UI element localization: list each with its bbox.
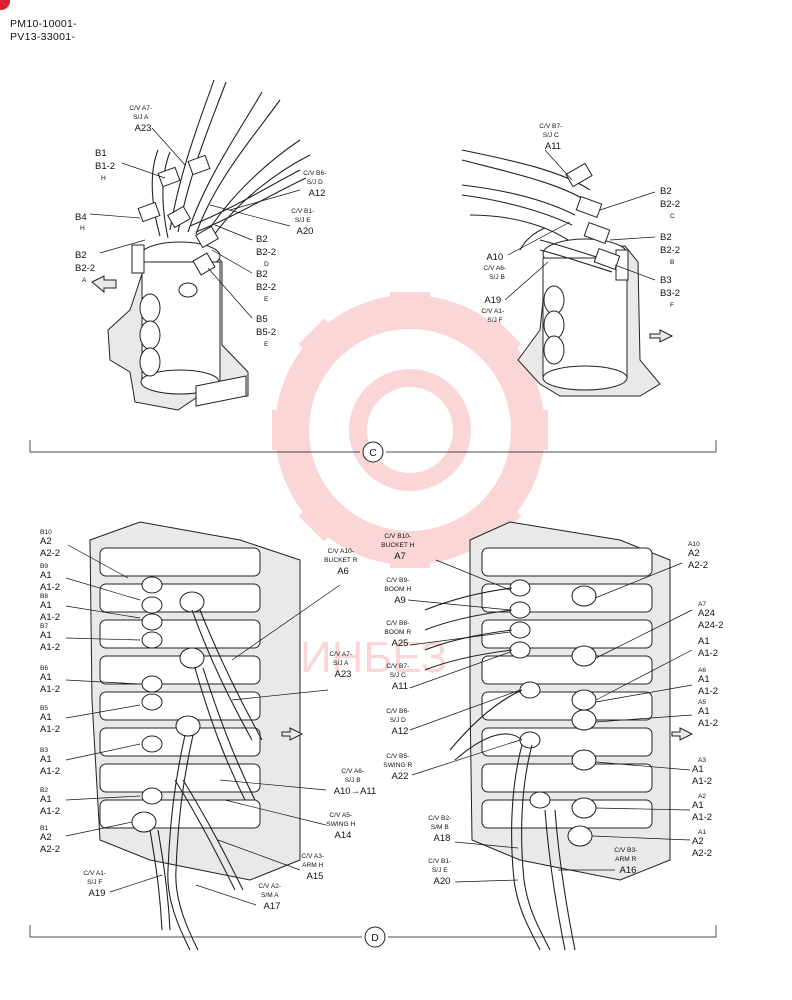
view-d-marker-label: D bbox=[371, 932, 379, 944]
view-d-left-valve-sections bbox=[99, 547, 261, 829]
leader-lines bbox=[65, 127, 693, 906]
label-d-r-a10: A10 A2 A2-2 bbox=[688, 533, 708, 571]
label-c-b5: B5 B5-2 E bbox=[256, 309, 281, 348]
label-d-b2: B2 A1 A1-2 bbox=[40, 779, 60, 817]
label-c-b3: B3 B3-2 F bbox=[660, 270, 685, 309]
view-d-left-control-valve bbox=[89, 521, 304, 951]
label-d-r-a1a: A1 A1-2 bbox=[698, 631, 718, 659]
label-d-a17: C/V A2- S/M A A17 bbox=[258, 875, 285, 912]
label-d-a15: C/V A3- ARM H A15 bbox=[301, 845, 328, 882]
view-c-left-swivel-joint bbox=[91, 79, 311, 411]
view-c-marker-label: C bbox=[369, 447, 377, 459]
label-d-r-a1: A1 A2 A2-2 bbox=[692, 821, 712, 859]
label-d-r-a3: A3 A1 A1-2 bbox=[692, 749, 712, 787]
label-d-a25: C/V B8- BOOM R A25 bbox=[384, 612, 415, 649]
label-d-a20: C/V B1- S/J E A20 bbox=[428, 850, 456, 887]
label-d-a22: C/V B5- SWING R A22 bbox=[383, 745, 416, 782]
label-c-b2-a: B2 B2-2 A bbox=[75, 245, 100, 284]
view-d-left-fittings bbox=[131, 576, 205, 833]
label-c-b4: B4 H bbox=[75, 207, 91, 232]
label-d-r-a5: A5 A1 A1-2 bbox=[698, 691, 718, 729]
label-c-a23-line3: A23 bbox=[135, 123, 152, 134]
view-c-left-arrow-icon bbox=[91, 275, 117, 294]
label-c-a23-line1: C/V A7- bbox=[129, 105, 152, 112]
label-c-b2-c: B2 B2-2 C bbox=[660, 181, 685, 220]
label-c-b1: B1 B1-2 H bbox=[95, 143, 120, 182]
view-c-marker-circle bbox=[362, 441, 384, 463]
view-d-right-arrow-icon bbox=[671, 727, 694, 741]
view-d-left-arrow-icon bbox=[281, 727, 304, 741]
label-d-a11: C/V B7- S/J C A11 bbox=[386, 655, 414, 692]
view-d-separator: D bbox=[29, 925, 717, 948]
label-c-a20: C/V B1- S/J E A20 bbox=[291, 200, 319, 237]
view-c-separator: C bbox=[29, 440, 717, 463]
label-d-a12: C/V B6- S/J D A12 bbox=[386, 700, 414, 737]
label-c-a10: A10 C/V A6- S/J B bbox=[483, 247, 510, 281]
label-d-b1: B1 A2 A2-2 bbox=[40, 817, 60, 855]
label-c-a12: C/V B6- S/J D A12 bbox=[303, 162, 331, 199]
watermark-swirl bbox=[349, 369, 471, 491]
label-d-r-a7: A7 A24 A24-2 bbox=[698, 593, 723, 631]
view-d-right-control-valve bbox=[424, 521, 694, 951]
label-d-a14: C/V A5- SWING H A14 bbox=[326, 804, 359, 841]
view-d-marker-circle bbox=[364, 926, 386, 948]
label-c-a19: A19 C/V A1- S/J F bbox=[481, 290, 508, 324]
view-d-right-fittings bbox=[509, 579, 597, 847]
label-d-b6: B6 A1 A1-2 bbox=[40, 657, 60, 695]
view-c-right-swivel-joint bbox=[461, 149, 674, 397]
model-range-line-1: PM10-10001- bbox=[10, 18, 77, 30]
watermark-gear-ring bbox=[275, 295, 545, 565]
label-d-a7: C/V B10- BUCKET H A7 bbox=[381, 525, 419, 562]
label-d-b7: B7 A1 A1-2 bbox=[40, 615, 60, 653]
label-d-a19: C/V A1- S/J F A19 bbox=[83, 862, 110, 899]
label-d-b9: B9 A1 A1-2 bbox=[40, 555, 60, 593]
model-range-line-2: PV13-33001- bbox=[10, 31, 76, 43]
label-d-a18: C/V B2- S/M B A18 bbox=[428, 807, 456, 844]
label-d-b5: B5 A1 A1-2 bbox=[40, 697, 60, 735]
label-d-r-a6: A6 A1 A1-2 bbox=[698, 659, 718, 697]
label-d-b8: B8 A1 A1-2 bbox=[40, 585, 60, 623]
callout-labels: C/V A7- S/J A A23 B1 B1-2 H C/V B6- S/J … bbox=[40, 97, 723, 912]
label-c-b2-e: B2 B2-2 E bbox=[256, 264, 281, 303]
label-d-a9: C/V B9- BOOM H A9 bbox=[384, 569, 415, 606]
label-d-b10: B10 A2 A2-2 bbox=[40, 521, 60, 559]
label-d-a23: C/V A7- S/J A A23 bbox=[329, 643, 356, 680]
label-d-r-a2: A2 A1 A1-2 bbox=[692, 785, 712, 823]
watermark-text: ИНБЕЗ bbox=[300, 633, 447, 682]
label-d-a16: C/V B3- ARM R A16 bbox=[614, 839, 642, 876]
label-d-a10: C/V A6- S/J B A10→A11 bbox=[334, 760, 377, 797]
label-d-a6: C/V A10- BUCKET R A6 bbox=[324, 540, 362, 577]
view-c-right-arrow-icon bbox=[649, 329, 674, 343]
label-c-b2-d: B2 B2-2 D bbox=[256, 229, 281, 268]
corner-tab-marker bbox=[0, 0, 10, 10]
label-c-a11: C/V B7- S/J C A11 bbox=[539, 115, 567, 152]
label-d-b3: B3 A1 A1-2 bbox=[40, 739, 60, 777]
label-c-a23: C/V A7- S/J A A23 bbox=[129, 97, 156, 134]
label-c-b2-b: B2 B2-2 B bbox=[660, 227, 685, 266]
label-c-a23-line2: S/J A bbox=[133, 114, 149, 121]
